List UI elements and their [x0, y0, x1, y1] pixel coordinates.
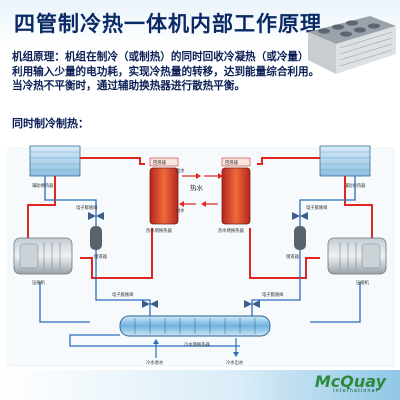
right-valve-bottom — [244, 300, 260, 308]
cold-water-out-arrow — [233, 338, 239, 357]
left-hx-top-label: 回液器 — [153, 159, 167, 166]
left-aux-coil — [29, 145, 81, 177]
hot-water-in-arrow-right — [201, 201, 218, 207]
left-valve-top — [88, 212, 104, 220]
page-title: 四管制冷热一体机内部工作原理 — [14, 12, 322, 36]
description-label: 机组原理： — [12, 51, 65, 63]
right-hx-label: 热水侧换热器 — [218, 227, 244, 234]
right-compressor — [327, 237, 387, 275]
hot-water-out-arrow — [182, 173, 201, 179]
left-valve-bottom — [142, 300, 158, 308]
cold-in-label: 冷水进水 — [146, 359, 164, 366]
right-hx-top-label: 回液器 — [225, 159, 239, 166]
hot-water-out-arrow-right — [204, 173, 223, 179]
right-valve-bottom-label: 电子膨胀阀 — [262, 291, 283, 298]
subtitle: 同时制冷制热： — [12, 117, 89, 130]
right-hot-water-hx — [221, 167, 251, 225]
hot-water-in-arrow — [179, 201, 196, 207]
brand-logo-sub: International — [333, 388, 378, 394]
left-hx-label: 热水侧换热器 — [146, 227, 172, 234]
description: 机组原理：机组在制冷（或制热）的同时回收冷凝热（或冷量） 利用输入少量的电功耗，… — [12, 50, 320, 94]
right-valve-top — [292, 212, 308, 220]
left-receiver — [90, 226, 102, 250]
cold-out-label: 冷水出水 — [226, 359, 244, 366]
left-valve-top-label: 电子膨胀阀 — [76, 204, 97, 211]
footer-band — [0, 370, 400, 400]
right-receiver-label: 储液器 — [286, 253, 300, 260]
left-compressor — [13, 237, 73, 275]
chiller-unit-image — [308, 16, 396, 74]
hot-water-label: 热水 — [190, 183, 204, 192]
left-receiver-label: 储液器 — [94, 253, 108, 260]
in-water-label: 进水 — [176, 207, 185, 214]
right-compressor-label: 压缩机 — [356, 279, 370, 286]
left-compressor-label: 压缩机 — [32, 279, 46, 286]
refrigeration-diagram: 辅助换热器 辅助换热器 压缩机 — [7, 145, 395, 367]
description-line3: 当冷热不平衡时，通过辅助换热器进行散热平衡。 — [12, 80, 246, 92]
left-hot-water-hx — [149, 167, 179, 225]
evaporator — [119, 315, 271, 337]
evaporator-label: 冷水侧换热器 — [184, 341, 210, 348]
left-coil-label: 辅助换热器 — [32, 182, 54, 189]
out-water-label: 出水 — [176, 167, 185, 174]
brand-logo: McQuay — [314, 372, 386, 391]
right-valve-top-label: 电子膨胀阀 — [306, 204, 327, 211]
description-line2: 利用输入少量的电功耗，实现冷热量的转移，达到能量综合利用。 — [12, 65, 320, 78]
description-line1: 机组在制冷（或制热）的同时回收冷凝热（或冷量） — [64, 51, 309, 63]
right-receiver — [294, 226, 306, 250]
left-valve-bottom-label: 电子膨胀阀 — [112, 291, 133, 298]
right-aux-coil — [319, 145, 371, 177]
cold-water-in-arrow — [153, 339, 159, 358]
